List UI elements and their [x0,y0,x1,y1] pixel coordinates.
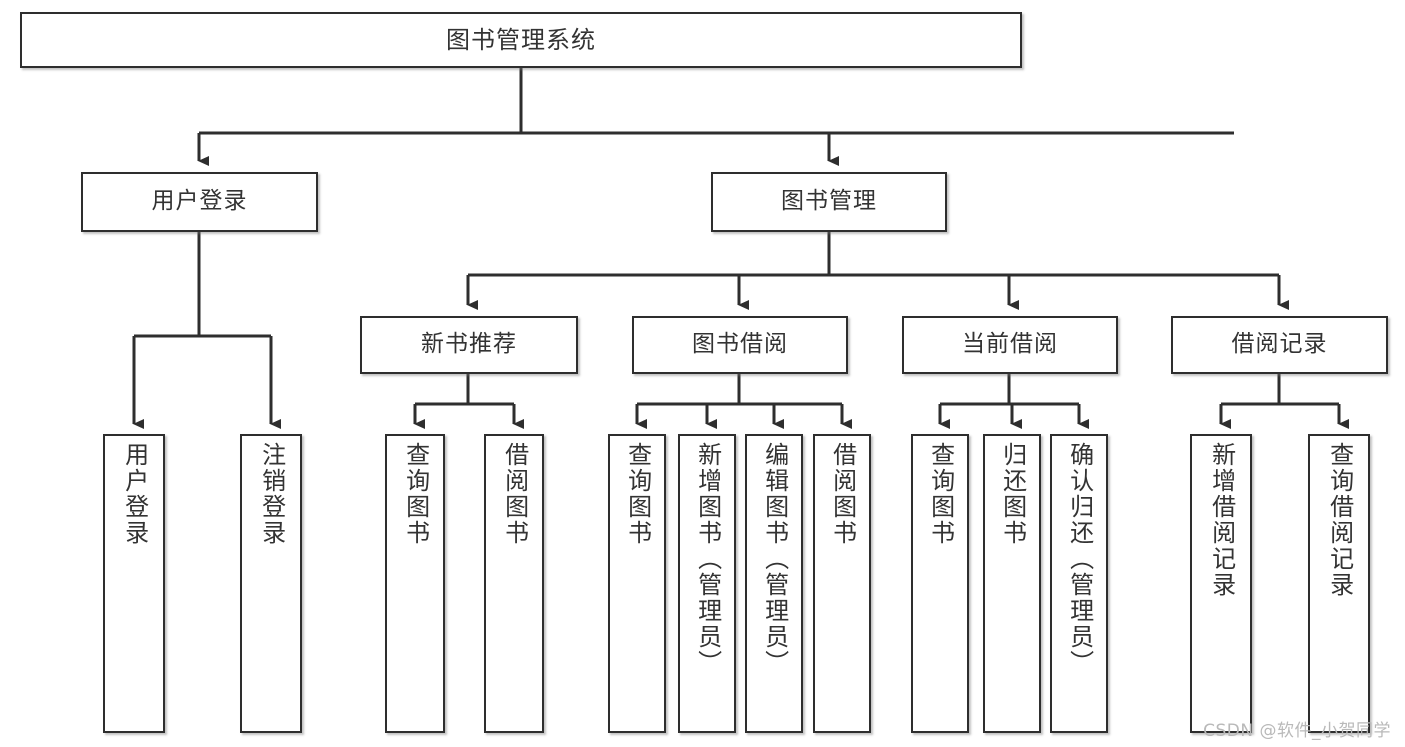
leaf-logout[interactable]: 注销登录 [240,434,302,733]
leaf-edit-book-admin[interactable]: 编辑图书（管理员） [745,434,803,733]
node-book-management[interactable]: 图书管理 [711,172,947,232]
node-label: 图书借阅 [692,331,788,358]
node-label: 当前借阅 [962,331,1058,358]
leaf-query-borrow-record[interactable]: 查询借阅记录 [1308,434,1370,733]
node-label: 新书推荐 [421,331,517,358]
node-label: 新增借阅记录 [1207,442,1236,598]
node-label: 用户登录 [120,442,149,546]
node-borrowing-records[interactable]: 借阅记录 [1171,316,1388,374]
csdn-watermark: CSDN @软件_小贺同学 [1203,721,1391,741]
leaf-query-book-borrow[interactable]: 查询图书 [608,434,666,733]
node-label: 图书管理 [781,188,877,215]
leaf-borrow-book[interactable]: 借阅图书 [813,434,871,733]
leaf-query-book-newbook[interactable]: 查询图书 [385,434,445,733]
node-label: 新增图书（管理员） [693,442,722,676]
node-label: 用户登录 [151,188,248,215]
node-label: 注销登录 [257,442,286,546]
leaf-query-book-current[interactable]: 查询图书 [911,434,969,733]
leaf-user-login[interactable]: 用户登录 [103,434,165,733]
leaf-borrow-book-newbook[interactable]: 借阅图书 [484,434,544,733]
node-current-borrowing[interactable]: 当前借阅 [902,316,1118,374]
leaf-return-book[interactable]: 归还图书 [983,434,1041,733]
node-label: 借阅记录 [1231,331,1328,358]
node-label: 借阅图书 [500,442,529,546]
node-label: 查询图书 [623,442,652,546]
node-label: 确认归还（管理员） [1065,442,1094,676]
node-label: 图书管理系统 [446,25,596,54]
node-root-system[interactable]: 图书管理系统 [20,12,1022,68]
node-label: 查询图书 [401,442,430,546]
node-label: 借阅图书 [828,442,857,546]
node-label: 编辑图书（管理员） [760,442,789,676]
node-label: 查询借阅记录 [1325,442,1354,598]
leaf-confirm-return-admin[interactable]: 确认归还（管理员） [1050,434,1108,733]
node-label: 归还图书 [998,442,1027,546]
node-book-borrowing[interactable]: 图书借阅 [632,316,848,374]
node-user-login[interactable]: 用户登录 [81,172,318,232]
leaf-add-borrow-record[interactable]: 新增借阅记录 [1190,434,1252,733]
leaf-add-book-admin[interactable]: 新增图书（管理员） [678,434,736,733]
node-new-book-recommendation[interactable]: 新书推荐 [360,316,578,374]
node-label: 查询图书 [926,442,955,546]
